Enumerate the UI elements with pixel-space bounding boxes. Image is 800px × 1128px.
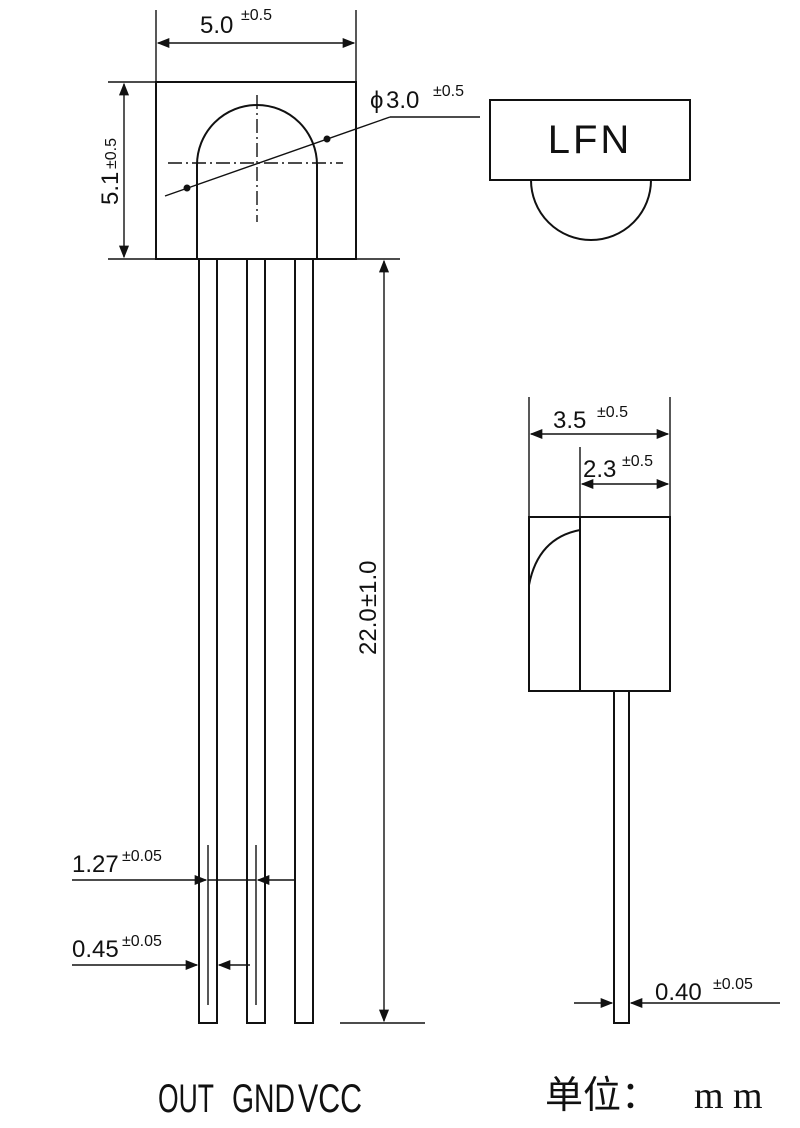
lens-diameter-tolerance: ±0.5 <box>433 83 464 100</box>
height-label: 5.1 ±0.5 <box>97 138 124 205</box>
pin-label-gnd: GND <box>232 1077 295 1121</box>
lead-gnd <box>246 258 266 1024</box>
diameter-leader-dot-right <box>323 135 331 143</box>
side-lead <box>613 690 630 1024</box>
length-value: 22.0 <box>355 608 382 655</box>
pitch-tolerance: ±0.05 <box>122 848 162 865</box>
diameter-leader-line <box>164 116 391 197</box>
lead-thickness-tolerance: ±0.05 <box>713 976 753 993</box>
pin-label-out: OUT <box>158 1077 214 1121</box>
height-value: 5.1 <box>97 172 124 205</box>
side-lens-profile <box>528 529 581 586</box>
lead-width-value: 0.45 <box>72 936 119 963</box>
unit-label: 单位： <box>545 1075 659 1117</box>
lead-out <box>198 258 218 1024</box>
pin-label-vcc: VCC <box>298 1077 362 1121</box>
width-tolerance: ±0.5 <box>241 7 272 24</box>
side-view: 3.5 ±0.5 2.3 ±0.5 0.40 ±0.05 <box>528 397 780 1024</box>
lead-vcc <box>294 258 314 1024</box>
depth-tolerance: ±0.5 <box>597 404 628 421</box>
lead-width-tolerance: ±0.05 <box>122 933 162 950</box>
width-value: 5.0 <box>200 12 233 39</box>
height-tolerance: ±0.5 <box>103 138 120 169</box>
front-body-outline <box>155 81 357 260</box>
diameter-leader-dot-left <box>183 184 191 192</box>
lens-diameter-symbol: ϕ <box>370 87 383 114</box>
front-view: 5.0 ±0.5 5.1 ±0.5 ϕ 3.0 ±0.5 22.0 ±1.0 1… <box>72 7 480 1121</box>
top-body-outline <box>489 99 691 181</box>
unit-value: m m <box>694 1075 763 1117</box>
body-depth-value: 2.3 <box>583 456 616 483</box>
length-tolerance: ±1.0 <box>355 560 382 607</box>
depth-value: 3.5 <box>553 407 586 434</box>
pitch-value: 1.27 <box>72 851 119 878</box>
part-marking: LFN <box>548 118 633 162</box>
length-label: 22.0 ±1.0 <box>355 560 382 655</box>
body-depth-tolerance: ±0.5 <box>622 453 653 470</box>
lens-diameter-value: 3.0 <box>386 87 419 114</box>
top-lens-dome <box>530 179 652 241</box>
lead-thickness-value: 0.40 <box>655 979 702 1006</box>
top-view: LFN <box>489 99 691 241</box>
side-body-outline <box>528 516 671 692</box>
